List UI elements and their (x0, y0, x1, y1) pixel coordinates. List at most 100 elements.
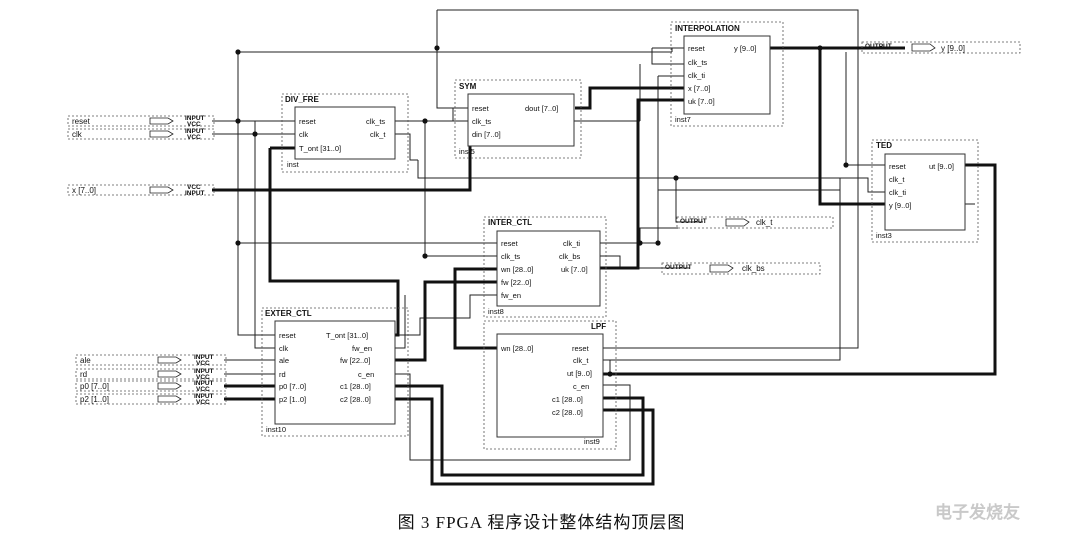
svg-text:reset: reset (72, 117, 91, 126)
svg-text:rd: rd (80, 370, 87, 379)
svg-text:OUTPUT: OUTPUT (665, 264, 692, 271)
input-port-clk: clk INPUT VCC (67, 128, 215, 141)
block-title: SYM (459, 82, 477, 91)
svg-text:c2 [28..0]: c2 [28..0] (552, 408, 583, 417)
svg-text:x [7..0]: x [7..0] (72, 186, 96, 195)
svg-text:fw [22..0]: fw [22..0] (340, 356, 370, 365)
svg-text:wn [28..0]: wn [28..0] (500, 265, 534, 274)
svg-text:clk: clk (299, 130, 308, 139)
svg-text:clk_t: clk_t (370, 130, 386, 139)
svg-text:clk_t: clk_t (889, 175, 905, 184)
svg-text:p2 [1..0]: p2 [1..0] (279, 395, 306, 404)
svg-text:clk_bs: clk_bs (742, 264, 765, 273)
input-port-x: x [7..0] VCC INPUT (67, 184, 215, 197)
svg-text:OUTPUT: OUTPUT (865, 43, 892, 50)
svg-text:ut [9..0]: ut [9..0] (567, 369, 592, 378)
input-port-p0: p0 [7..0] INPUT VCC (75, 380, 227, 393)
svg-text:clk_ti: clk_ti (563, 239, 580, 248)
output-port-clk-t: OUTPUT clk_t (676, 216, 834, 229)
svg-text:reset: reset (501, 239, 519, 248)
block-title: EXTER_CTL (265, 309, 312, 318)
svg-text:reset: reset (688, 44, 706, 53)
svg-text:reset: reset (572, 344, 590, 353)
bus-wires (212, 46, 997, 486)
svg-text:x [7..0]: x [7..0] (688, 84, 711, 93)
svg-text:uk [7..0]: uk [7..0] (688, 97, 715, 106)
svg-text:fw_en: fw_en (501, 291, 521, 300)
svg-text:reset: reset (299, 117, 317, 126)
instance-label: inst8 (488, 307, 504, 316)
svg-text:clk: clk (72, 130, 83, 139)
svg-text:INPUT: INPUT (185, 190, 205, 197)
schematic: DIV_FRE reset clk T_ont [31..0] clk_ts c… (67, 9, 1021, 486)
svg-text:din [7..0]: din [7..0] (472, 130, 501, 139)
svg-text:c1 [28..0]: c1 [28..0] (552, 395, 583, 404)
svg-text:c_en: c_en (358, 370, 374, 379)
svg-text:p2 [1..0]: p2 [1..0] (80, 395, 109, 404)
svg-text:INPUT: INPUT (194, 368, 214, 375)
svg-text:wn [28..0]: wn [28..0] (500, 344, 534, 353)
svg-text:clk: clk (279, 344, 288, 353)
svg-text:clk_t: clk_t (573, 356, 589, 365)
svg-text:c2 [28..0]: c2 [28..0] (340, 395, 371, 404)
block-sym: SYM reset clk_ts din [7..0] dout [7..0] … (454, 79, 582, 159)
svg-text:T_ont [31..0]: T_ont [31..0] (326, 331, 368, 340)
input-port-p2: p2 [1..0] INPUT VCC (75, 393, 227, 406)
svg-text:reset: reset (889, 162, 907, 171)
figure-caption: 图 3 FPGA 程序设计整体结构顶层图 (397, 513, 686, 532)
svg-text:clk_bs: clk_bs (559, 252, 581, 261)
svg-text:clk_ts: clk_ts (688, 58, 707, 67)
svg-text:y [9..0]: y [9..0] (941, 44, 965, 53)
block-inter-ctl: INTER_CTL reset clk_ts wn [28..0] fw [22… (483, 216, 607, 318)
svg-text:clk_ti: clk_ti (889, 188, 906, 197)
block-title: INTER_CTL (488, 218, 532, 227)
svg-text:dout [7..0]: dout [7..0] (525, 104, 558, 113)
block-title: INTERPOLATION (675, 24, 740, 33)
instance-label: inst9 (584, 437, 600, 446)
input-port-reset: reset INPUT VCC (67, 115, 215, 128)
svg-text:clk_ts: clk_ts (501, 252, 520, 261)
svg-text:OUTPUT: OUTPUT (680, 218, 707, 225)
output-port-y: OUTPUT y [9..0] (861, 41, 1021, 54)
watermark: 电子发烧友 (935, 503, 1020, 523)
svg-text:clk_ti: clk_ti (688, 71, 705, 80)
svg-text:VCC: VCC (196, 399, 210, 406)
svg-text:fw [22..0]: fw [22..0] (501, 278, 531, 287)
block-div-fre: DIV_FRE reset clk T_ont [31..0] clk_ts c… (281, 93, 409, 173)
svg-text:VCC: VCC (196, 386, 210, 393)
svg-text:VCC: VCC (187, 134, 201, 141)
svg-text:clk_t: clk_t (756, 218, 773, 227)
svg-text:rd: rd (279, 370, 286, 379)
block-lpf: LPF wn [28..0] reset clk_t ut [9..0] c_e… (483, 320, 617, 450)
svg-text:INPUT: INPUT (185, 128, 205, 135)
svg-text:reset: reset (279, 331, 297, 340)
svg-text:uk [7..0]: uk [7..0] (561, 265, 588, 274)
block-title: LPF (591, 322, 606, 331)
block-title: DIV_FRE (285, 95, 319, 104)
output-port-clk-bs: OUTPUT clk_bs (661, 262, 821, 275)
svg-text:clk_ts: clk_ts (366, 117, 385, 126)
input-port-ale: ale INPUT VCC (75, 354, 227, 367)
svg-text:INPUT: INPUT (194, 380, 214, 387)
block-title: TED (876, 141, 892, 150)
block-ted: TED reset clk_t clk_ti y [9..0] ut [9..0… (871, 139, 979, 243)
svg-text:INPUT: INPUT (194, 354, 214, 361)
block-interpolation: INTERPOLATION reset clk_ts clk_ti x [7..… (670, 21, 784, 127)
svg-text:c_en: c_en (573, 382, 589, 391)
svg-text:p0 [7..0]: p0 [7..0] (80, 382, 109, 391)
svg-text:INPUT: INPUT (194, 393, 214, 400)
svg-text:fw_en: fw_en (352, 344, 372, 353)
instance-label: inst3 (876, 231, 892, 240)
instance-label: inst5 (459, 147, 475, 156)
junction-dots (235, 45, 849, 377)
svg-text:VCC: VCC (196, 374, 210, 381)
svg-text:VCC: VCC (187, 184, 201, 191)
instance-label: inst10 (266, 425, 286, 434)
svg-text:VCC: VCC (187, 121, 201, 128)
svg-text:y [9..0]: y [9..0] (889, 201, 912, 210)
block-exter-ctl: EXTER_CTL reset clk ale rd p0 [7..0] p2 … (261, 307, 409, 437)
svg-text:ale: ale (279, 356, 289, 365)
svg-text:ut [9..0]: ut [9..0] (929, 162, 954, 171)
svg-text:reset: reset (472, 104, 490, 113)
